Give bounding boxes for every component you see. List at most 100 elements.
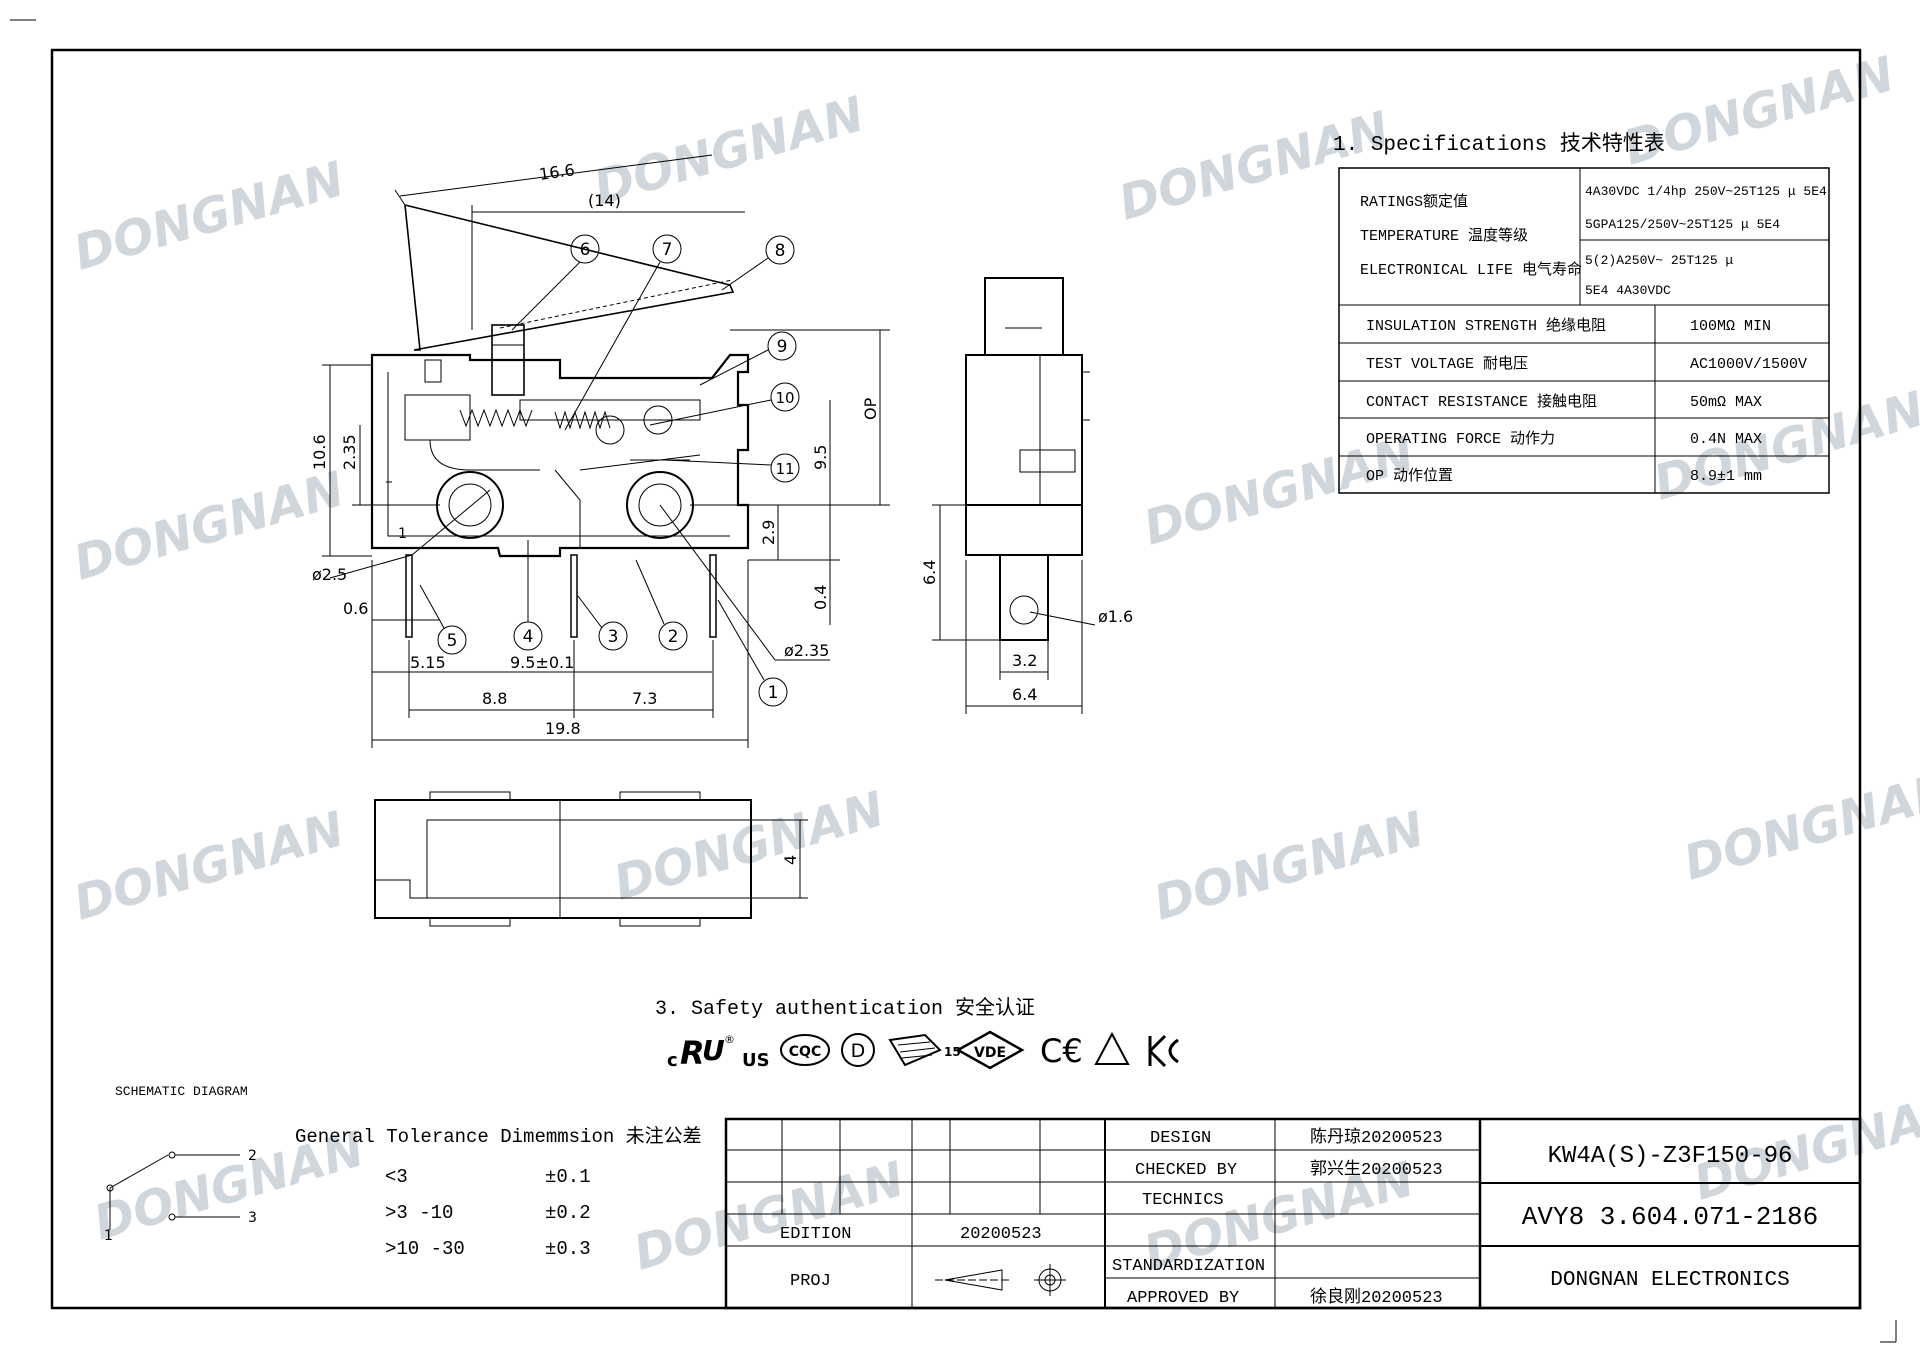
dim-4: 4 (781, 855, 800, 865)
svg-text:15: 15 (944, 1045, 961, 1059)
drawing-code: AVY8 3.604.071-2186 (1522, 1202, 1818, 1232)
spec-label: INSULATION STRENGTH 绝缘电阻 (1366, 317, 1606, 335)
specifications: 1. Specifications 技术特性表 RATINGS额定值 TEMPE… (1333, 132, 1830, 494)
pin-no (709, 554, 717, 638)
spec-value: 50mΩ MAX (1690, 394, 1762, 411)
pin-com (570, 554, 578, 638)
spec-label: OPERATING FORCE 动作力 (1366, 430, 1555, 448)
dim-0-6: 0.6 (343, 599, 368, 618)
model-number: KW4A(S)-Z3F150-96 (1548, 1143, 1793, 1170)
switch-contact (109, 1154, 169, 1189)
schematic-pin-1: 1 (104, 1228, 113, 1244)
dim-9-5-tol: 9.5±0.1 (510, 653, 574, 672)
watermark: DONGNAN (1678, 761, 1920, 891)
svg-text:10: 10 (775, 389, 794, 407)
balloon-3: 3 (577, 595, 628, 651)
bottom-view: 4 (374, 791, 808, 927)
dim-6-4-vert: 6.4 (920, 560, 939, 585)
pin-number: 1 (398, 526, 407, 542)
rating-value-1: 4A30VDC 1/4hp 250V~25T125 μ 5E4 (1585, 184, 1827, 199)
svg-text:9: 9 (777, 337, 788, 357)
approved-value: 徐良刚20200523 (1310, 1287, 1443, 1308)
vde-mark: VDE (955, 1030, 1025, 1070)
svg-text:7: 7 (662, 240, 673, 260)
dim-phi-2-5: ø2.5 (312, 565, 347, 584)
demko-mark: D (841, 1033, 875, 1067)
watermark: DONGNAN (1113, 101, 1395, 231)
dim-9-5: 9.5 (811, 445, 830, 470)
title-block: DESIGN 陈丹琼20200523 CHECKED BY 郭兴生2020052… (724, 1117, 1862, 1310)
tolerance-heading: General Tolerance Dimemmsion 未注公差 (295, 1125, 702, 1148)
svg-text:US: US (742, 1050, 770, 1071)
standardization-label: STANDARDIZATION (1112, 1257, 1265, 1276)
dim-10-6: 10.6 (310, 434, 329, 470)
tolerance-value: ±0.2 (545, 1202, 591, 1224)
svg-text:6: 6 (580, 240, 591, 260)
dim-2-35: 2.35 (340, 434, 359, 470)
watermark: DONGNAN (1148, 801, 1430, 931)
watermark: DONGNAN (68, 801, 350, 931)
side-body (965, 354, 1083, 506)
temperature-label: TEMPERATURE 温度等级 (1360, 226, 1528, 245)
svg-text:c: c (667, 1050, 678, 1071)
spring-left (459, 408, 533, 428)
balloon-11: 11 (664, 453, 800, 483)
balloon-8: 8 (721, 235, 795, 291)
tolerance-value: ±0.3 (545, 1238, 591, 1260)
watermark: DONGNAN (628, 1151, 910, 1281)
ce-mark: C€ (1040, 1032, 1083, 1070)
svg-text:8: 8 (775, 241, 786, 261)
spec-label: CONTACT RESISTANCE 接触电阻 (1366, 393, 1597, 411)
svg-text:1: 1 (768, 683, 779, 703)
balloon-10: 10 (649, 382, 800, 426)
design-label: DESIGN (1150, 1129, 1211, 1148)
kc-mark (1148, 1034, 1179, 1068)
company-name: DONGNAN ELECTRONICS (1550, 1269, 1789, 1292)
tolerance-value: ±0.1 (545, 1166, 591, 1188)
dim-op: OP (861, 397, 880, 420)
checked-value: 郭兴生20200523 (1310, 1159, 1443, 1180)
svg-text:4: 4 (523, 627, 534, 647)
dim-2-9: 2.9 (759, 520, 778, 545)
spec-value: 100MΩ MIN (1690, 318, 1771, 335)
technics-label: TECHNICS (1142, 1191, 1224, 1210)
schematic-title: SCHEMATIC DIAGRAM (115, 1084, 248, 1099)
specs-heading: 1. Specifications 技术特性表 (1333, 132, 1665, 157)
balloon-9: 9 (699, 331, 797, 386)
balloon-4: 4 (513, 540, 543, 651)
life-label: ELECTRONICAL LIFE 电气寿命 (1360, 260, 1582, 279)
spec-label: OP 动作位置 (1366, 467, 1453, 485)
schematic-pin-2: 2 (248, 1148, 257, 1164)
watermark: DONGNAN (68, 461, 350, 591)
proj-label: PROJ (790, 1272, 831, 1291)
svg-text:D: D (851, 1040, 866, 1062)
spring-right (554, 410, 611, 430)
front-view: 1 16.6 (14) 10.6 2.35 9.5 OP 2.9 0.4 (310, 154, 890, 748)
design-value: 陈丹琼20200523 (1310, 1127, 1443, 1148)
spec-value: 0.4N MAX (1690, 431, 1762, 448)
balloon-7: 7 (564, 234, 682, 431)
specs-table (1338, 167, 1830, 494)
plunger (491, 324, 525, 396)
svg-text:3: 3 (608, 627, 619, 647)
safety-heading: 3. Safety authentication 安全认证 (655, 996, 1035, 1021)
triangle-mark (1094, 1031, 1130, 1065)
dim-0-4: 0.4 (811, 585, 830, 610)
edition-value: 20200523 (960, 1225, 1042, 1244)
cqc-mark: CQC (780, 1034, 830, 1066)
rating-value-3: 5(2)A250V~ 25T125 μ (1585, 253, 1733, 268)
svg-text:11: 11 (775, 460, 794, 478)
ratings-label: RATINGS额定值 (1360, 193, 1468, 211)
svg-text:®: ® (724, 1033, 735, 1046)
svg-text:R: R (680, 1034, 705, 1072)
side-pin (999, 554, 1049, 641)
svg-text:CQC: CQC (789, 1044, 821, 1060)
dim-phi-2-35: ø2.35 (784, 641, 829, 660)
general-tolerance: General Tolerance Dimemmsion 未注公差 <3 ±0.… (295, 1125, 702, 1260)
svg-text:2: 2 (668, 627, 679, 647)
safety-authentication: 3. Safety authentication 安全认证 c R U ® US… (655, 996, 1179, 1072)
spec-value: AC1000V/1500V (1690, 356, 1807, 373)
balloon-1: 1 (717, 599, 788, 707)
dim-19-8: 19.8 (545, 719, 581, 738)
